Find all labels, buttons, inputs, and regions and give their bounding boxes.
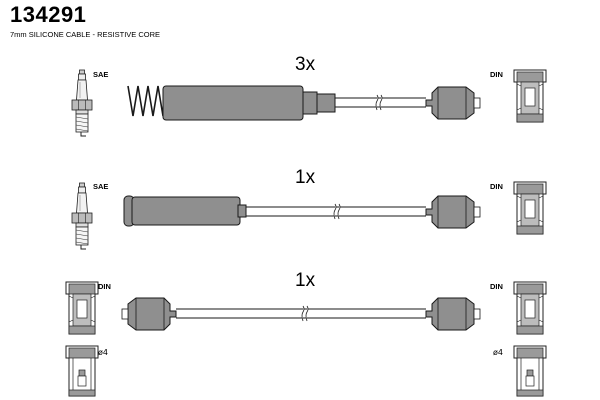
- plug-boot: [162, 85, 336, 121]
- cable-quantity: 3x: [295, 54, 316, 75]
- right-diameter-label: ø4: [493, 348, 503, 357]
- cable-quantity: 1x: [295, 167, 316, 188]
- cable-description: 7mm SILICONE CABLE - RESISTIVE CORE: [10, 30, 161, 39]
- din-terminal-icon: [65, 281, 99, 335]
- left-diameter-label: ø4: [98, 348, 108, 357]
- left-connector-label: SAE: [93, 182, 108, 191]
- coil-boot: [425, 86, 481, 120]
- cable-wire: [176, 305, 426, 322]
- cable-row-2: 1x SAE DIN: [71, 167, 547, 250]
- right-connector-label: DIN: [490, 182, 503, 191]
- cable-row-3: 1x DIN DIN ø4 ø4: [65, 270, 547, 397]
- right-connector-label: DIN: [490, 70, 503, 79]
- din-terminal-icon: [513, 181, 547, 235]
- terminal-4mm-icon: [65, 345, 99, 397]
- left-connector-label: SAE: [93, 70, 108, 79]
- coil-boot: [425, 195, 481, 229]
- terminal-4mm-icon: [513, 345, 547, 397]
- part-number: 134291: [10, 2, 87, 27]
- plug-boot: [123, 195, 247, 227]
- left-connector-label: DIN: [98, 282, 111, 291]
- cable-wire: [246, 203, 426, 220]
- din-terminal-icon: [513, 281, 547, 335]
- spring-icon: [127, 85, 164, 117]
- coil-boot: [122, 298, 176, 330]
- cable-row-1: 3x SAE DIN: [71, 54, 547, 137]
- cable-quantity: 1x: [295, 270, 316, 291]
- cable-wire: [335, 94, 426, 111]
- sae-spark-plug-icon: [71, 69, 93, 137]
- coil-boot: [425, 297, 481, 331]
- sae-spark-plug-icon: [71, 182, 93, 250]
- right-connector-label: DIN: [490, 282, 503, 291]
- din-terminal-icon: [513, 69, 547, 123]
